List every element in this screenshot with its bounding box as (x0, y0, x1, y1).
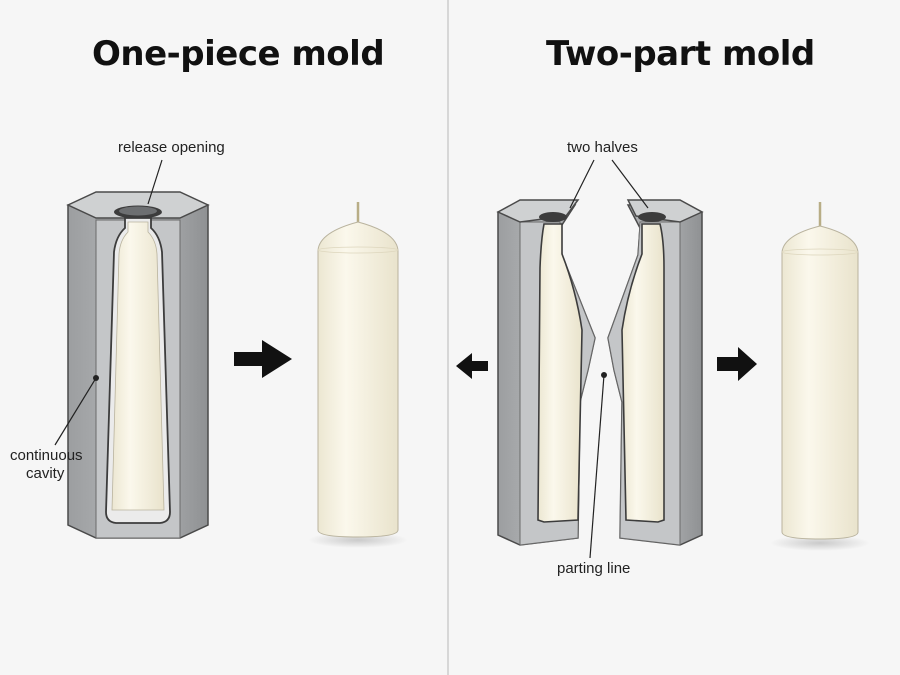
two-part-title: Two-part mold (546, 34, 815, 74)
panel-divider (447, 0, 449, 675)
release-opening-leader (147, 159, 163, 205)
two-halves-leader-left (569, 159, 595, 209)
arrow-left-icon (456, 353, 488, 379)
two-part-mold-left-half (496, 199, 596, 546)
cavity-label: cavity (26, 465, 65, 482)
one-piece-title: One-piece mold (92, 34, 385, 74)
continuous-cavity-leader (54, 377, 97, 446)
continuous-label: continuous (10, 447, 83, 464)
two-halves-label: two halves (567, 139, 638, 156)
parting-line-leader (589, 374, 605, 559)
candle-one (308, 202, 408, 548)
arrow-right-icon (717, 347, 757, 381)
two-part-mold-right-half (607, 199, 704, 546)
arrow-right-icon (234, 340, 292, 378)
parting-line-label: parting line (557, 560, 631, 577)
two-halves-leader-right (611, 159, 649, 209)
release-opening-label: release opening (118, 139, 225, 156)
candle-two (770, 202, 870, 551)
one-piece-mold (66, 191, 210, 539)
